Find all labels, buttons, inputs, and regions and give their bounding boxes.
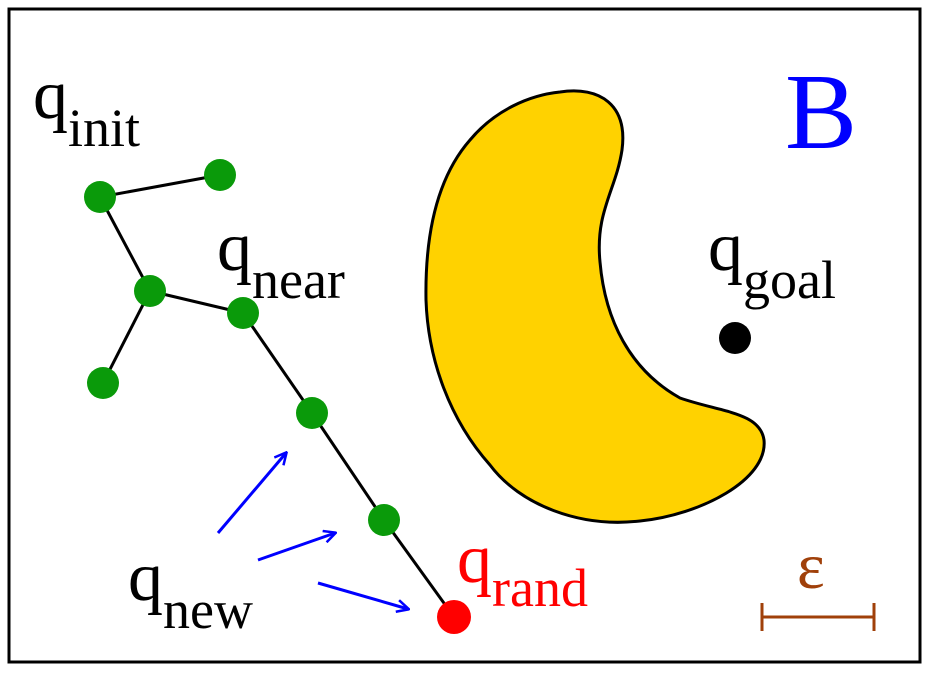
q-new-label: qnew — [128, 539, 253, 640]
tree-edge — [99, 173, 221, 199]
obstacle-shape — [424, 89, 766, 524]
tree-node-new — [368, 504, 400, 536]
tree-node — [87, 367, 119, 399]
q-init-label: qinit — [33, 57, 140, 158]
tree-node-near — [227, 297, 259, 329]
arrow-icon — [257, 533, 335, 562]
region-label: B — [785, 53, 857, 172]
goal-point — [719, 322, 751, 354]
tree-node-new — [296, 397, 328, 429]
tree-edge — [310, 412, 386, 521]
tree-edge — [101, 290, 152, 384]
q-rand-label: qrand — [457, 521, 588, 618]
arrow-icon — [216, 453, 286, 534]
q-goal-label: qgoal — [708, 209, 836, 310]
tree-nodes — [84, 159, 400, 536]
arrow-icon — [317, 581, 408, 609]
tree-edge — [241, 312, 314, 414]
random-point — [437, 600, 471, 634]
tree-node — [204, 159, 236, 191]
epsilon-scale-bar — [760, 603, 876, 631]
tree-edge — [382, 519, 456, 618]
epsilon-label: ε — [797, 530, 825, 603]
q-near-label: qnear — [217, 209, 345, 310]
tree-node-init — [84, 181, 116, 213]
tree-edge — [98, 196, 152, 292]
new-node-arrows — [216, 453, 408, 609]
tree-node — [134, 275, 166, 307]
